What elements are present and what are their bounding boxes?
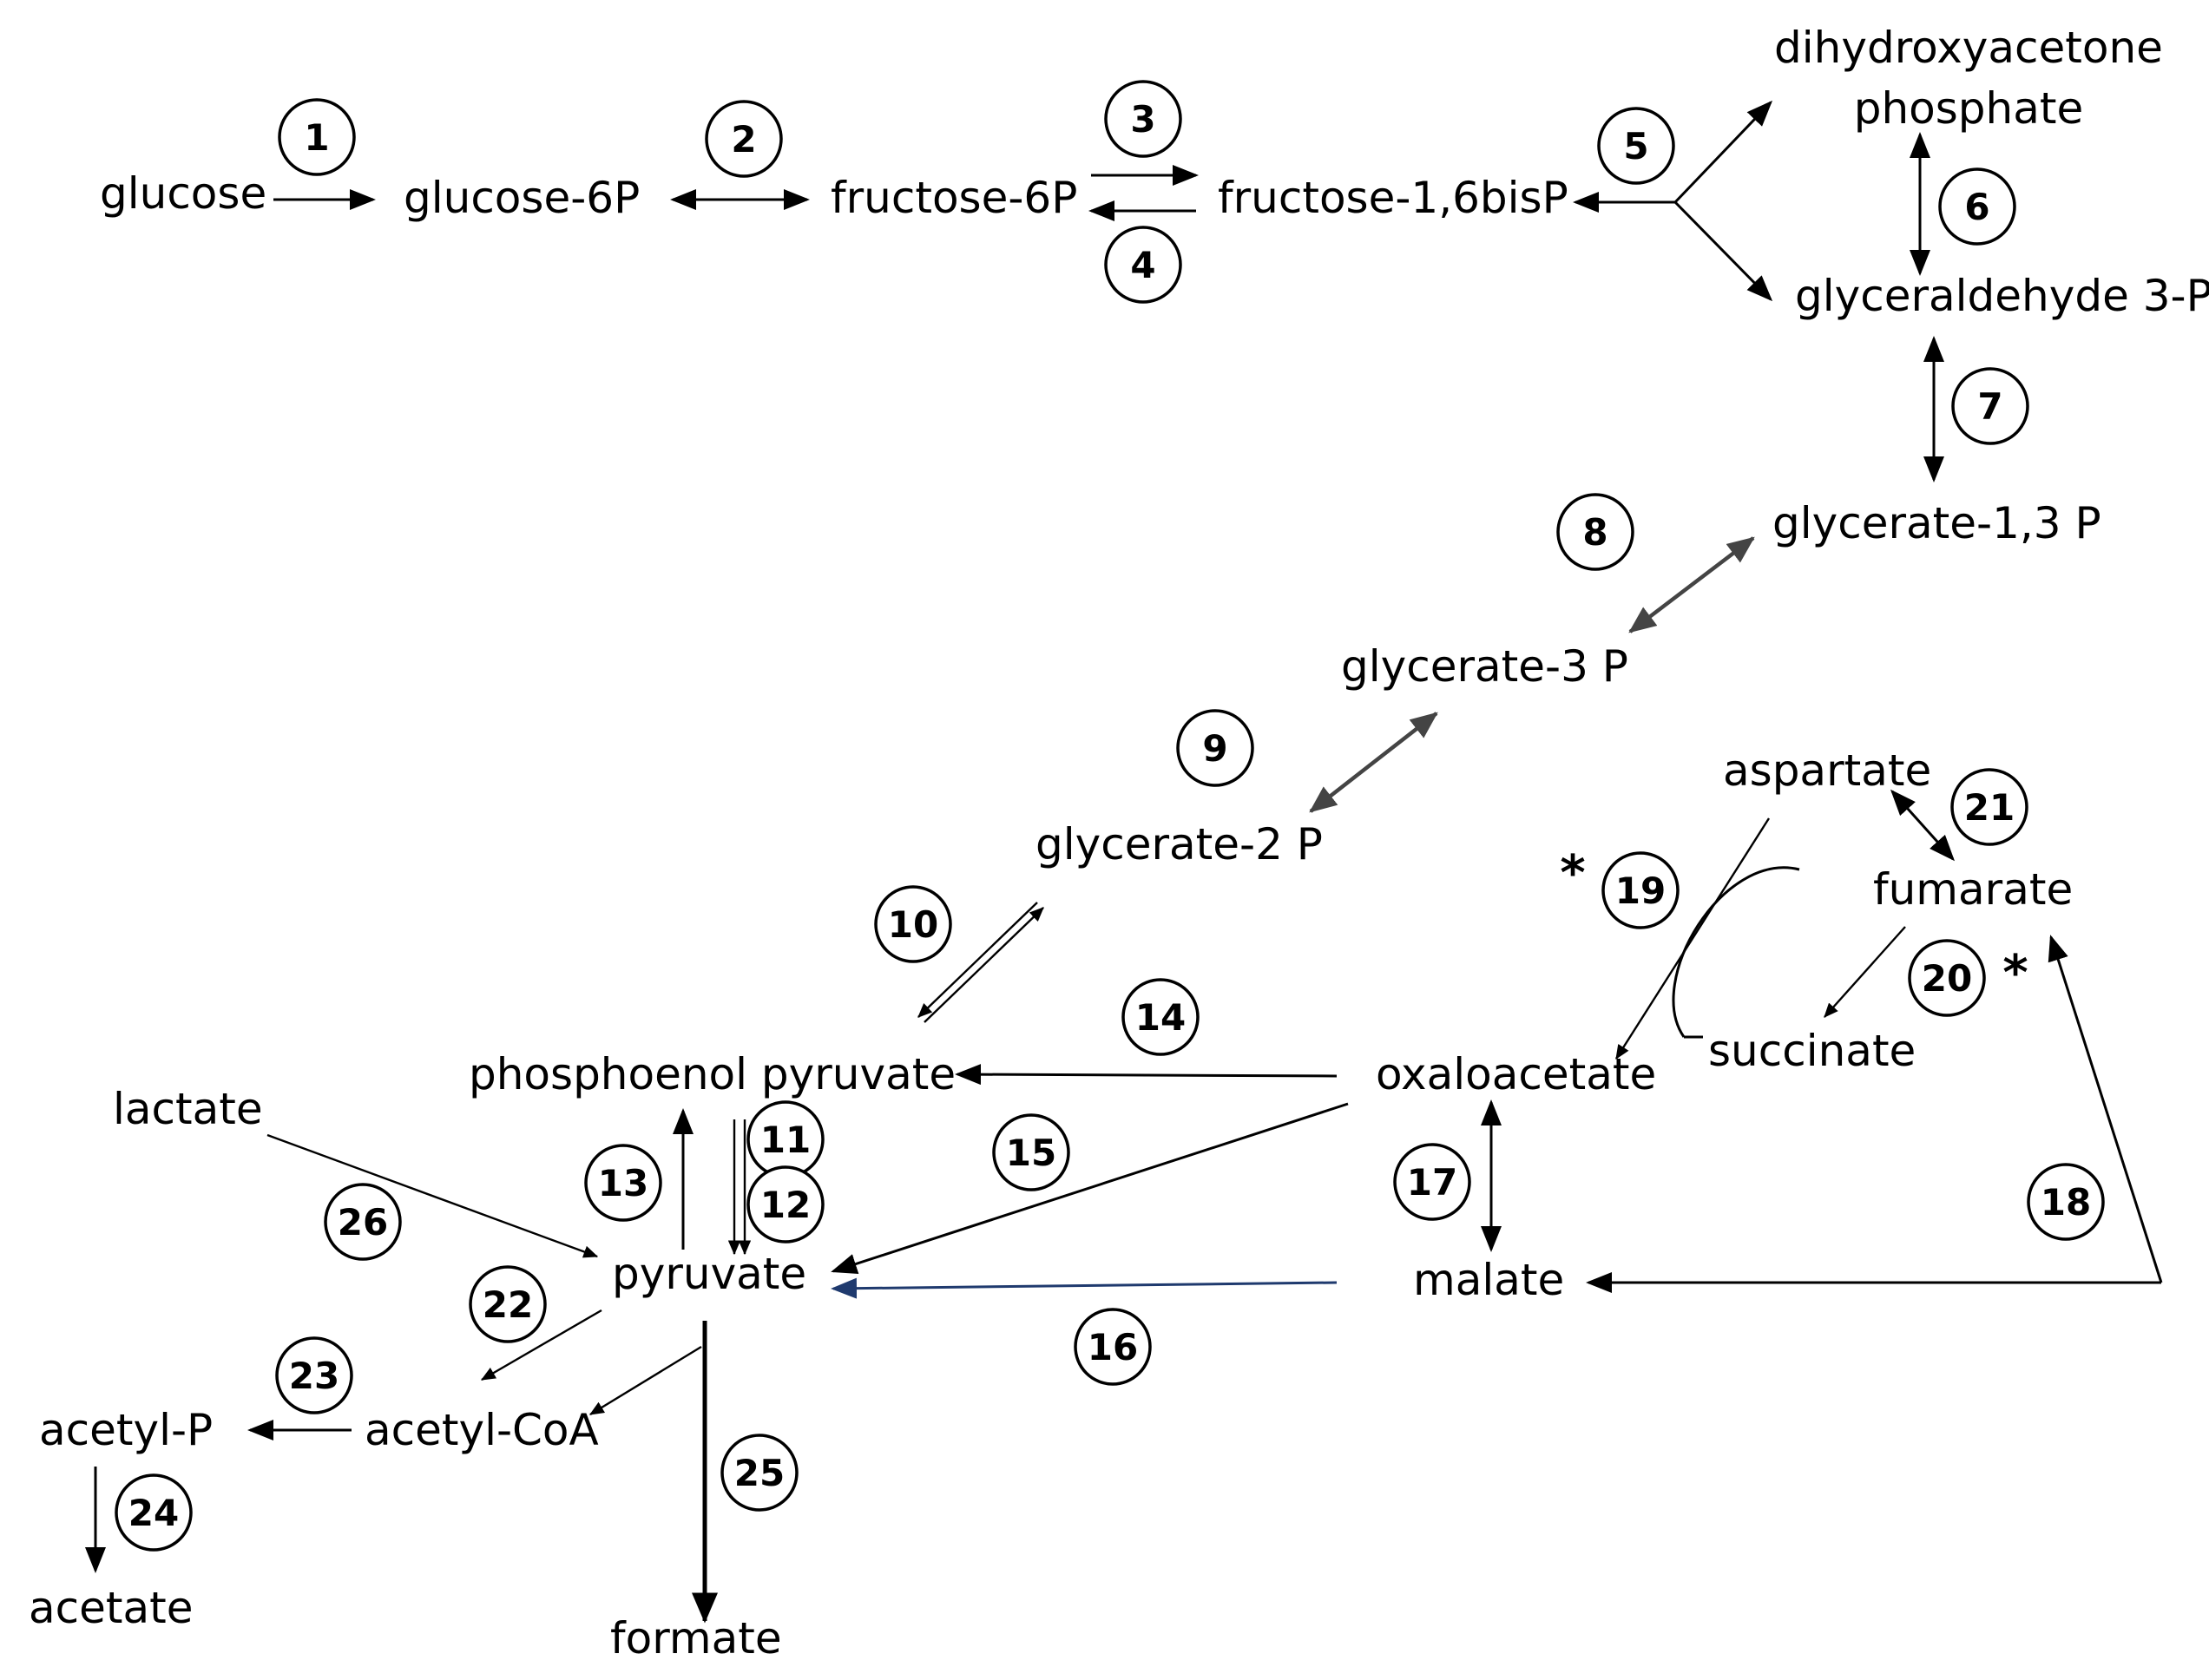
reaction-badge-4: 4 (1104, 226, 1182, 304)
svg-text:11: 11 (760, 1119, 811, 1161)
compound-acetyl-coa: acetyl-CoA (365, 1405, 599, 1455)
reaction-badge-24: 24 (115, 1473, 193, 1552)
arrow-reaction-22 (480, 1309, 602, 1381)
compound-fructose-16bisp: fructose-1,6bisP (1218, 173, 1568, 223)
compound-glycerate-13p: glycerate-1,3 P (1772, 498, 2101, 548)
compound-fructose-6p: fructose-6P (831, 173, 1077, 223)
reaction-badge-2: 2 (705, 100, 783, 178)
reaction-badge-12: 12 (746, 1165, 825, 1244)
compound-glucose: glucose (100, 168, 266, 219)
svg-text:25: 25 (734, 1452, 785, 1494)
svg-text:23: 23 (289, 1355, 339, 1397)
svg-text:19: 19 (1615, 870, 1666, 912)
reaction-badge-11: 11 (746, 1100, 825, 1178)
compound-succinate: succinate (1708, 1026, 1916, 1076)
star-marker-19: * (1560, 845, 1585, 902)
reaction-badge-10: 10 (874, 885, 952, 963)
reaction-badge-5: 5 (1597, 107, 1675, 185)
compound-malate: malate (1413, 1255, 1564, 1305)
reaction-badge-14: 14 (1121, 978, 1200, 1056)
svg-text:22: 22 (483, 1283, 533, 1326)
arrow-reaction-21 (1890, 789, 1956, 862)
reaction-badge-9: 9 (1176, 709, 1254, 787)
reaction-arrows (85, 100, 2163, 1624)
compound-gap: glyceraldehyde 3-P (1795, 271, 2209, 321)
reaction-badge-6: 6 (1938, 167, 2016, 246)
svg-text:6: 6 (1964, 186, 1989, 228)
arrow-reaction-10-a (917, 902, 1038, 1018)
svg-text:8: 8 (1582, 511, 1607, 554)
svg-text:13: 13 (598, 1162, 648, 1204)
reaction-badge-18: 18 (2027, 1163, 2105, 1241)
arrow-reaction-14 (955, 1064, 1338, 1086)
svg-text:12: 12 (760, 1184, 811, 1226)
compound-glycerate-2p: glycerate-2 P (1035, 819, 1323, 870)
svg-text:26: 26 (338, 1201, 388, 1244)
reaction-badge-3: 3 (1104, 80, 1182, 158)
svg-text:4: 4 (1130, 244, 1155, 286)
svg-text:17: 17 (1407, 1161, 1457, 1204)
compound-acetate: acetate (29, 1583, 194, 1633)
arrow-reaction-16 (831, 1277, 1338, 1299)
compound-glucose-6p: glucose-6P (404, 173, 640, 223)
arrow-reaction-9 (1309, 712, 1438, 813)
svg-text:21: 21 (1964, 786, 2015, 829)
svg-text:1: 1 (304, 116, 329, 159)
arrow-reaction-19 (1614, 817, 1771, 1060)
reaction-badge-7: 7 (1951, 367, 2029, 445)
reaction-badge-26: 26 (324, 1183, 402, 1261)
svg-text:7: 7 (1977, 385, 2002, 428)
compound-formate: formate (610, 1613, 782, 1664)
compound-aspartate: aspartate (1723, 745, 1931, 796)
reaction-badge-22: 22 (469, 1265, 547, 1343)
compound-pyruvate: pyruvate (612, 1249, 806, 1299)
reaction-badge-20: 20 (1908, 939, 1986, 1017)
arrow-reaction-5-dhap (1673, 100, 1773, 204)
reaction-badge-1: 1 (278, 98, 356, 176)
arrow-reaction-18-fumarate (2048, 935, 2163, 1283)
arrow-reaction-26 (266, 1133, 599, 1258)
compound-labels: glucose glucose-6P fructose-6P fructose-… (29, 23, 2209, 1664)
arrow-reaction-19-curve (1672, 866, 1800, 1038)
reaction-badge-19: 19 (1601, 851, 1680, 929)
compound-dhap-line1: dihydroxyacetone (1774, 23, 2163, 73)
compound-pep: phosphoenol pyruvate (469, 1049, 956, 1099)
arrow-reaction-8 (1628, 536, 1755, 633)
reaction-badge-13: 13 (584, 1144, 662, 1222)
svg-text:2: 2 (731, 118, 756, 161)
svg-text:5: 5 (1623, 125, 1648, 167)
svg-text:18: 18 (2041, 1181, 2091, 1224)
compound-lactate: lactate (113, 1084, 263, 1134)
reaction-badge-21: 21 (1950, 768, 2028, 846)
svg-text:3: 3 (1130, 98, 1155, 141)
svg-text:24: 24 (128, 1492, 179, 1534)
reaction-badge-23: 23 (275, 1336, 353, 1414)
arrow-pyruvate-acetylcoa (588, 1345, 702, 1416)
compound-acetyl-p: acetyl-P (39, 1405, 213, 1455)
arrow-reaction-5-gap (1673, 200, 1773, 302)
reaction-badge-15: 15 (992, 1113, 1070, 1191)
svg-text:15: 15 (1006, 1132, 1056, 1174)
svg-text:16: 16 (1088, 1326, 1138, 1368)
reaction-badges: 1 2 3 4 5 6 7 8 9 10 11 12 13 14 15 16 1… (115, 80, 2105, 1552)
compound-glycerate-3p: glycerate-3 P (1341, 641, 1628, 692)
star-marker-20: * (2002, 945, 2028, 1001)
svg-text:10: 10 (888, 903, 938, 946)
arrow-reaction-10-b (924, 907, 1044, 1023)
compound-fumarate: fumarate (1873, 864, 2073, 915)
compound-dhap-line2: phosphate (1854, 83, 2084, 134)
reaction-badge-8: 8 (1556, 493, 1634, 571)
reaction-badge-17: 17 (1393, 1143, 1471, 1221)
svg-text:9: 9 (1202, 727, 1227, 770)
reaction-badge-25: 25 (720, 1434, 799, 1512)
svg-text:14: 14 (1135, 996, 1186, 1039)
reaction-badge-16: 16 (1074, 1308, 1152, 1386)
compound-oxaloacetate: oxaloacetate (1376, 1049, 1656, 1099)
svg-text:20: 20 (1922, 957, 1972, 1000)
arrow-reaction-15 (831, 1102, 1349, 1275)
arrow-reaction-20 (1824, 926, 1906, 1018)
